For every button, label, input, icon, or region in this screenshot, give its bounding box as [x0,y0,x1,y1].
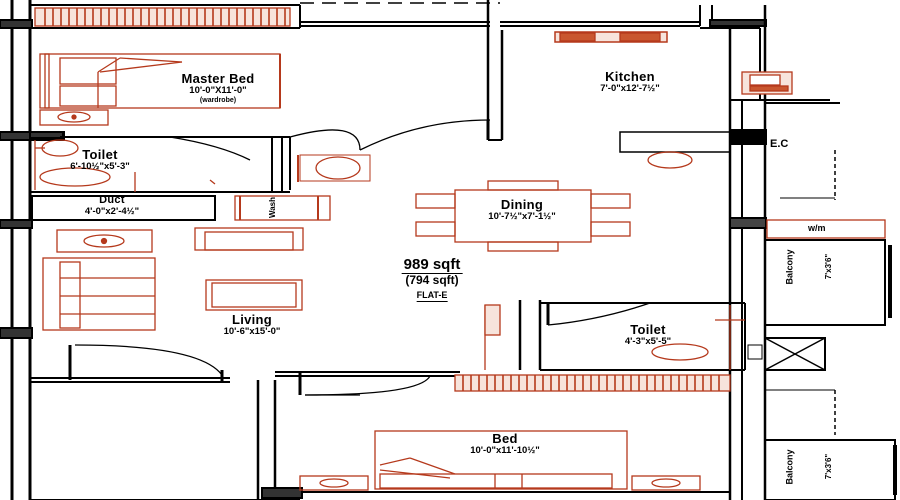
room-label-master-bed: Master Bed 10'-0"X11'-0" (wardrobe) [181,71,255,104]
balcony-2-dim: 7'x3'6" [824,453,834,480]
ec-label: E.C [770,138,789,150]
saleable-area: 989 sqft [401,256,463,274]
flat-name: FLAT-E [416,290,448,302]
door-swings [74,119,651,396]
room-label-toilet-1: Toilet 6'-10½"x5'-3" [70,147,130,172]
wm-label: w/m [808,223,826,233]
room-label-dining: Dining 10'-7½"x7'-1½" [488,197,556,222]
room-label-toilet-2: Toilet 4'-3"x5'-5" [624,322,672,347]
carpet-area: (794 sqft) [405,272,459,287]
room-label-bed: Bed 10'-0"x11'-10½" [470,431,540,456]
balcony-1-label: Balcony [784,249,795,285]
flat-area-label: 989 sqft (794 sqft) FLAT-E [401,256,463,303]
room-label-living: Living 10'-6"x15'-0" [223,312,281,337]
room-label-duct: Duct 4'-0"x2'-4½" [84,194,140,217]
wash-label: Wash [268,196,278,219]
room-label-kitchen: Kitchen 7'-0"x12'-7½" [600,69,660,94]
balcony-2-label: Balcony [784,449,795,485]
balcony-1-dim: 7'x3'6" [824,253,834,280]
furniture [34,7,886,491]
